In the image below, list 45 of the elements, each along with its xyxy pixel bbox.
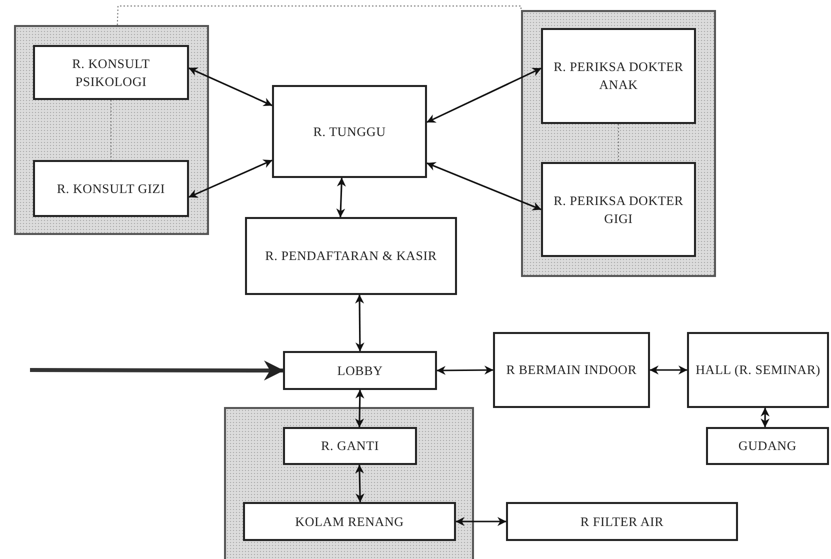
arrow [188,160,272,198]
arrow [355,390,364,428]
arrow [188,67,272,106]
room-name: R. GANTI [320,437,379,455]
room-name: R. PERIKSA DOKTER ANAK [552,58,684,94]
room-name: R. KONSULT PSIKOLOGI [71,54,151,90]
room-name: R. PENDAFTARAN & KASIR [265,247,437,265]
arrow [426,68,542,123]
room-box [245,217,457,295]
room-group-area [224,407,474,559]
arrow [30,360,284,380]
room-name: R. KONSULT GIZI [56,180,166,198]
room-group-area [521,10,716,277]
room-box [283,427,417,465]
room-box [33,160,189,217]
arrow [336,178,346,218]
room-name: GUDANG [738,437,797,455]
arrow [456,517,506,526]
room-name: HALL (R. SEMINAR) [696,361,820,379]
room-box [33,45,189,100]
room-name: KOLAM RENANG [295,512,404,530]
connector-line [116,6,522,26]
room-box [272,85,427,178]
room-name: R. PERIKSA DOKTER GIGI [552,192,684,228]
room-box [283,351,437,390]
arrow [436,366,494,375]
connector-line [110,100,112,160]
room-box [706,427,829,465]
room-box [243,502,456,541]
room-box [541,28,696,124]
connector-line [618,124,619,162]
room-name: R. TUNGGU [313,122,386,140]
room-box [687,332,829,408]
arrow [355,464,364,502]
arrow [426,162,542,210]
arrow [355,294,364,352]
room-name: R BERMAIN INDOOR [506,361,637,379]
room-box [506,502,738,541]
room-box [541,162,696,257]
room-name: LOBBY [337,362,383,380]
room-group-area [14,25,209,235]
arrow [760,408,770,428]
room-box [493,332,650,408]
arrow [650,366,688,374]
room-name: R FILTER AIR [580,512,664,530]
